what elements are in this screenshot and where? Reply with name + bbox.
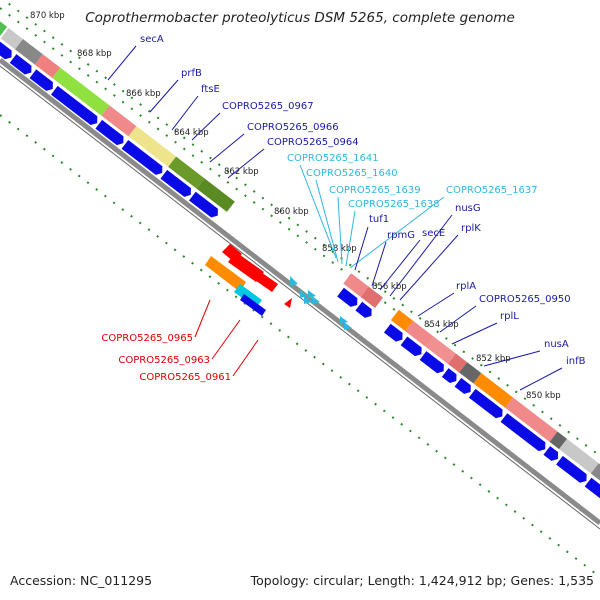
leader-line	[519, 367, 563, 391]
accession-text: Accession: NC_011295	[10, 573, 152, 588]
gene-label[interactable]: rplL	[500, 311, 519, 322]
gene-label[interactable]: COPRO5265_0961	[139, 372, 231, 383]
gene-label[interactable]: tuf1	[369, 214, 389, 225]
gene-label[interactable]: COPRO5265_1641	[287, 153, 379, 164]
gene-label[interactable]: COPRO5265_0964	[267, 137, 359, 148]
leader-line	[315, 179, 339, 263]
gene-label[interactable]: COPRO5265_1637	[446, 185, 538, 196]
leader-line	[451, 322, 498, 345]
ruler-label: 870 kbp	[30, 11, 65, 21]
ruler-label: 854 kbp	[424, 320, 459, 330]
leader-line	[345, 210, 356, 267]
ruler-label: 860 kbp	[274, 207, 309, 217]
leader-line	[299, 164, 337, 259]
ruler-label: 868 kbp	[77, 49, 112, 59]
feature-color-track	[0, 13, 235, 212]
gene-label[interactable]: COPRO5265_0965	[101, 333, 193, 344]
gene-label[interactable]: COPRO5265_1639	[329, 185, 421, 196]
ruler-labels: 870 kbp 868 kbp 866 kbp 864 kbp 862 kbp 860 k…	[30, 11, 561, 401]
gene-label[interactable]: COPRO5265_1638	[348, 199, 440, 210]
gene-label[interactable]: COPRO5265_0963	[118, 355, 210, 366]
gene-label[interactable]: COPRO5265_0950	[479, 294, 571, 305]
feature-color-track-lower	[343, 273, 600, 486]
leader-line	[107, 45, 137, 81]
ruler-label: 856 kbp	[372, 282, 407, 292]
leader-line	[194, 299, 211, 338]
leader-line	[379, 239, 421, 291]
gene-label[interactable]: nusA	[544, 339, 569, 350]
ruler-label: 862 kbp	[224, 167, 259, 177]
ruler-label: 850 kbp	[526, 391, 561, 401]
ruler-label: 864 kbp	[174, 128, 209, 138]
gene-label[interactable]: nusG	[455, 203, 481, 214]
leader-line	[371, 241, 387, 287]
leader-line	[417, 292, 455, 317]
leader-line	[337, 196, 343, 265]
gene-label[interactable]: ftsE	[201, 84, 220, 95]
gene-leader-lines	[107, 45, 563, 391]
gene-label[interactable]: rplK	[461, 223, 481, 234]
ruler-label: 852 kbp	[476, 354, 511, 364]
leader-line	[209, 133, 245, 163]
leader-line	[149, 79, 179, 113]
leader-line	[349, 196, 445, 269]
gene-label[interactable]: rplA	[456, 281, 476, 292]
ruler-label: 858 kbp	[322, 244, 357, 254]
forward-cds-track-upper	[0, 40, 218, 218]
gene-label[interactable]: rpmG	[387, 230, 415, 241]
leader-line	[483, 350, 541, 367]
gene-label[interactable]: infB	[566, 356, 586, 367]
gene-label[interactable]: prfB	[181, 68, 202, 79]
gene-label[interactable]: COPRO5265_0966	[247, 122, 339, 133]
leader-line	[171, 95, 199, 131]
gene-labels: secA prfB ftsECOPRO5265_0967COPRO5265_0966…	[101, 34, 585, 383]
gene-label[interactable]: secA	[140, 34, 164, 45]
leader-line	[439, 305, 477, 333]
rna-feature-glyphs	[290, 276, 352, 330]
gene-label[interactable]: COPRO5265_1640	[306, 168, 398, 179]
leader-line	[389, 214, 453, 297]
gene-label[interactable]: COPRO5265_0967	[222, 101, 314, 112]
leader-line	[211, 319, 241, 360]
genome-summary-text: Topology: circular; Length: 1,424,912 bp…	[250, 573, 594, 588]
leader-line	[232, 339, 259, 377]
reverse-strand-features	[205, 244, 292, 316]
leader-line	[354, 226, 369, 271]
map-title: Coprothermobacter proteolyticus DSM 5265…	[85, 10, 515, 26]
leader-line	[191, 112, 221, 141]
gene-label[interactable]: secE	[422, 228, 445, 239]
leader-line	[227, 148, 265, 179]
ruler-label: 866 kbp	[126, 89, 161, 99]
leader-line	[399, 234, 459, 301]
